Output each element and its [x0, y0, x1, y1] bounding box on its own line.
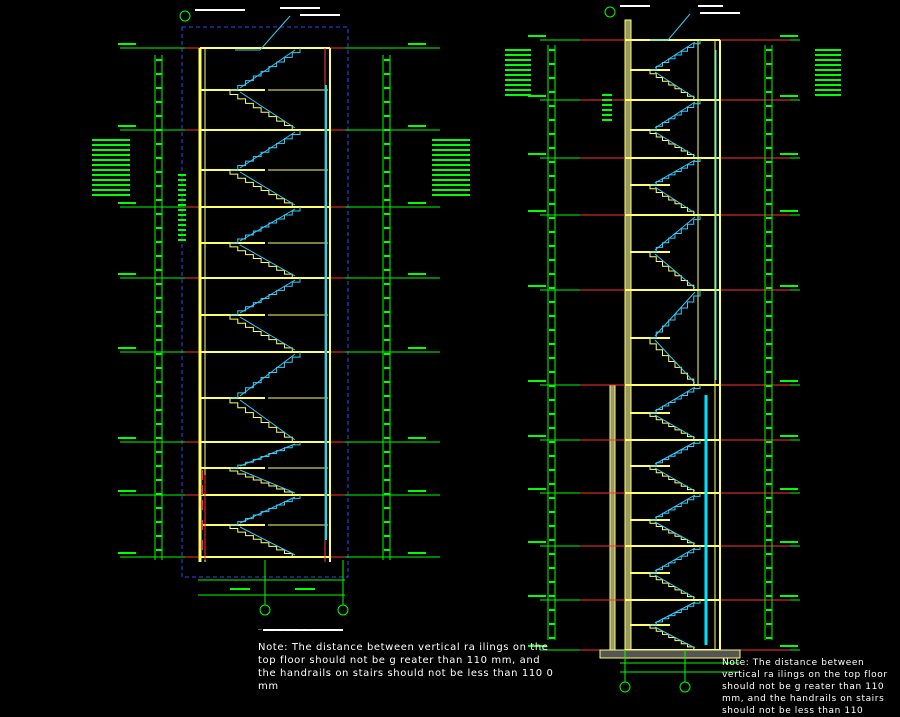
left-handrail	[239, 208, 296, 242]
right-ground-slab	[599, 649, 741, 659]
right-handrail	[654, 291, 696, 337]
grid-axis-bubble-icon	[337, 604, 349, 616]
left-stair-flight	[230, 130, 301, 171]
left-handrail	[239, 399, 296, 441]
left-handrail	[239, 279, 296, 314]
grid-axis-bubble-icon	[619, 681, 631, 693]
right-handrail	[654, 386, 696, 412]
right-handrail	[654, 547, 696, 572]
left-handrail	[239, 316, 296, 351]
left-top-leader	[235, 15, 291, 51]
right-lower-column	[609, 384, 616, 651]
left-stair-flight	[229, 90, 300, 131]
left-stair-flight	[230, 495, 301, 526]
left-handrail	[239, 131, 296, 169]
left-stair-flight	[230, 48, 301, 91]
right-handrail	[654, 601, 696, 624]
left-handrail	[239, 171, 296, 206]
right-handrail	[654, 101, 696, 129]
left-handrail	[239, 353, 296, 397]
note-left: Note: The distance between vertical ra i…	[258, 642, 558, 692]
left-handrail	[239, 496, 296, 524]
right-handrail	[654, 467, 696, 492]
left-handrail	[239, 49, 296, 89]
left-handrail	[239, 443, 296, 467]
left-handrail	[239, 91, 296, 129]
right-handrail	[654, 574, 696, 599]
right-handrail	[654, 159, 696, 184]
right-handrail	[654, 186, 696, 214]
left-stair-flight	[229, 398, 300, 443]
left-handrail	[239, 526, 296, 556]
left-stair-flight	[230, 278, 301, 316]
left-stair-flight	[229, 170, 300, 208]
right-handrail	[654, 414, 696, 439]
right-handrail	[654, 494, 696, 519]
right-top-leader	[650, 13, 691, 41]
note-right: Note: The distance between vertical ra i…	[722, 658, 892, 716]
left-stair-flight	[229, 243, 300, 279]
right-handrail	[654, 71, 696, 99]
cad-drawing-canvas	[92, 5, 841, 693]
left-handrail	[239, 469, 296, 494]
left-stair-flight	[230, 207, 301, 244]
right-handrail	[654, 253, 696, 289]
right-handrail	[654, 41, 696, 69]
left-stair-flight	[230, 352, 301, 399]
right-handrail	[654, 339, 696, 384]
elevation-marker-icon	[604, 6, 616, 18]
left-stair-flight	[229, 315, 300, 353]
grid-axis-bubble-icon	[679, 681, 691, 693]
left-handrail	[239, 244, 296, 277]
right-handrail	[654, 626, 696, 649]
right-handrail	[654, 441, 696, 465]
right-handrail	[654, 216, 696, 251]
right-handrail	[654, 521, 696, 545]
right-left-column	[624, 19, 632, 651]
section-caption-left: — — — — — — —	[258, 626, 312, 633]
grid-axis-bubble-icon	[259, 604, 271, 616]
left-stair-flight	[230, 442, 301, 469]
left-stair-flight	[229, 525, 300, 558]
elevation-marker-icon	[179, 10, 191, 22]
left-stair-flight	[229, 468, 300, 496]
right-handrail	[654, 131, 696, 157]
